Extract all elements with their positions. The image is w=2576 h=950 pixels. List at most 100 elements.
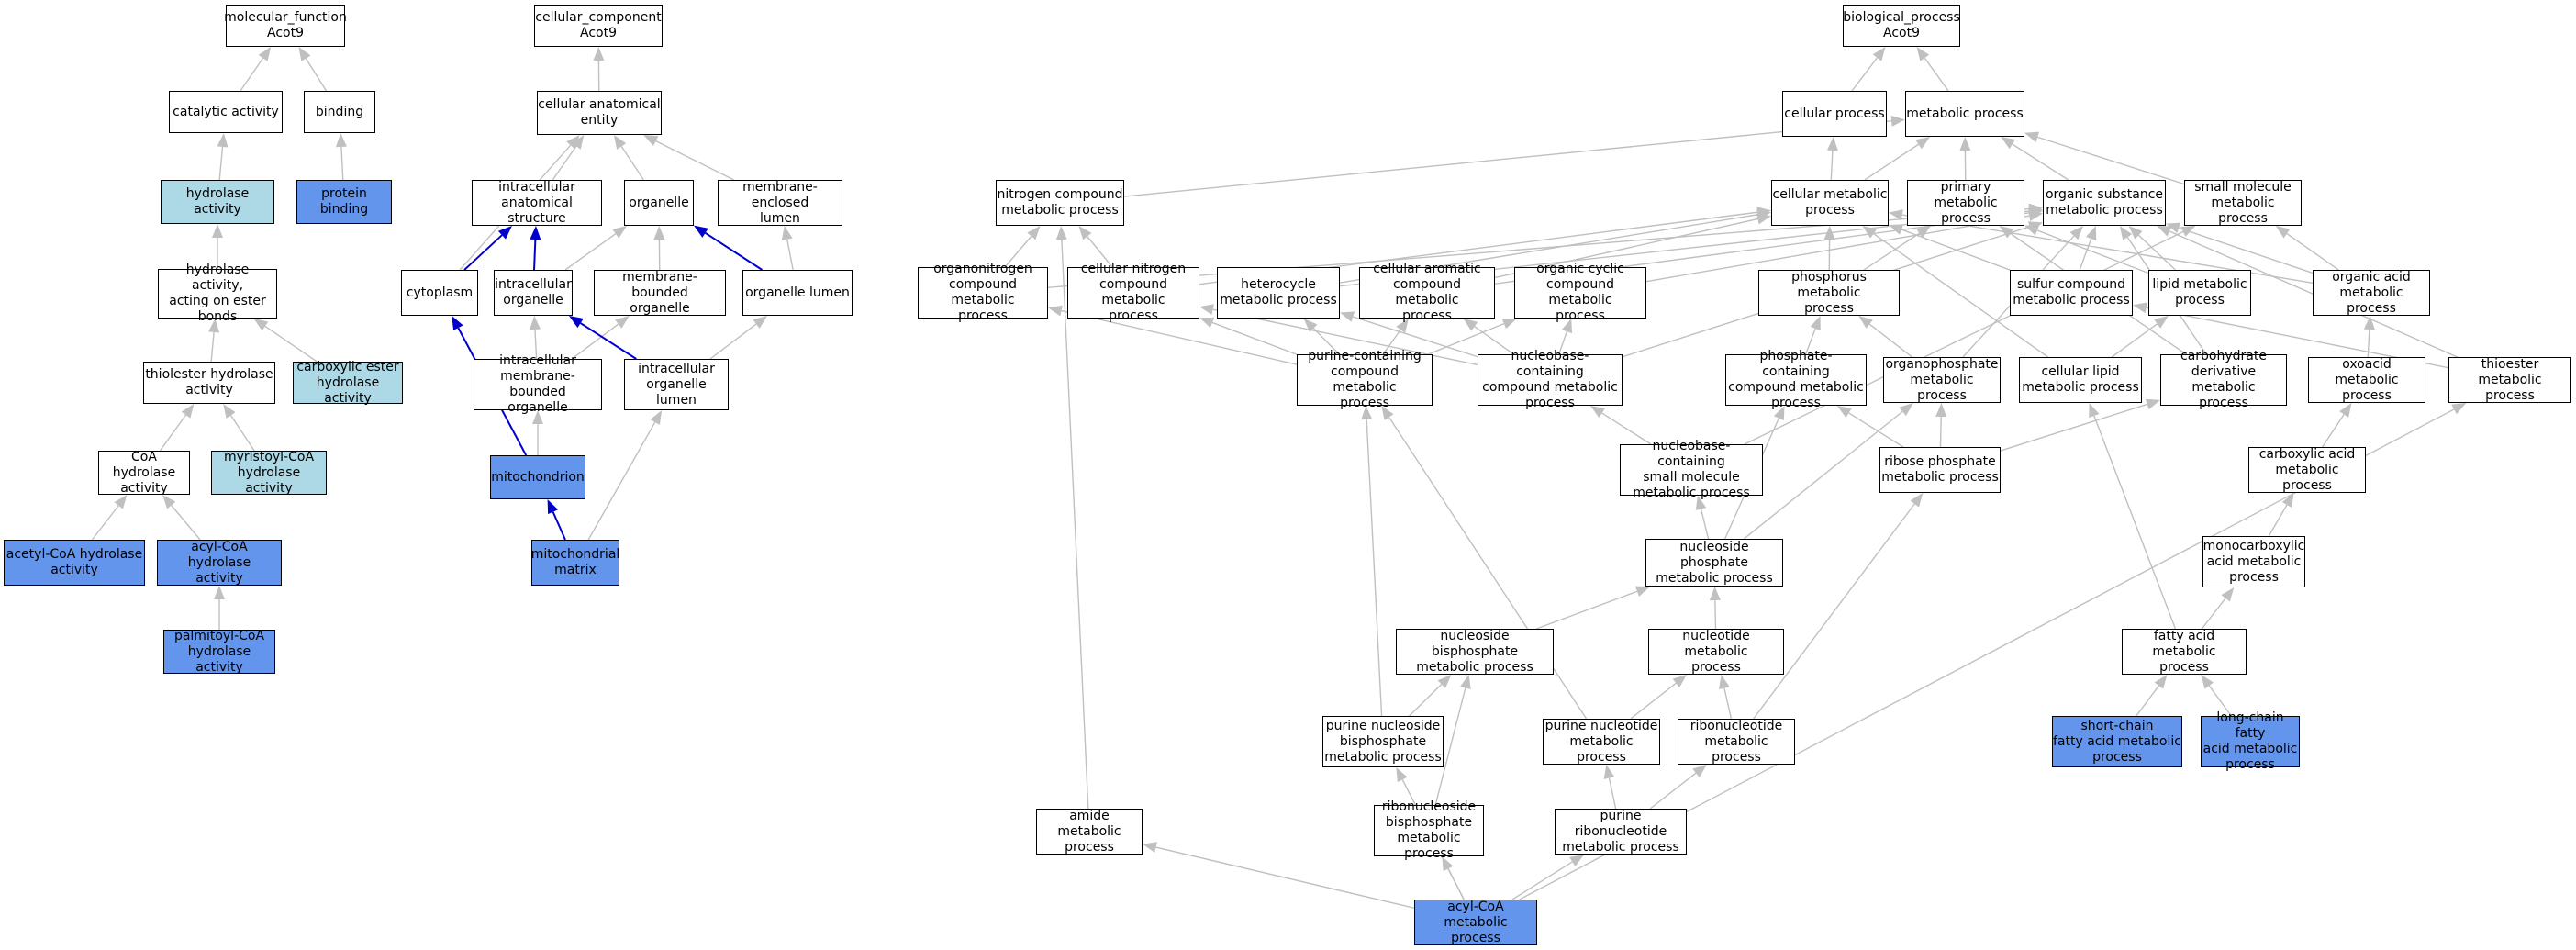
node-lipid-metabolic[interactable]: lipid metabolic process [2148,270,2251,316]
node-coa-hydrolase[interactable]: CoA hydrolase activity [98,450,190,496]
node-mitochondrion[interactable]: mitochondrion [490,455,585,499]
node-sulfur-compound-metabolic[interactable]: sulfur compound metabolic process [2010,270,2133,316]
node-membrane-bounded-organelle[interactable]: membrane-bounded organelle [594,270,726,316]
arrowhead-thioester-to-sulfur [2133,302,2147,314]
node-cellular-nitrogen-compound-metabolic[interactable]: cellular nitrogen compound metabolic pro… [1067,262,1199,323]
node-intracellular-anatomical-structure[interactable]: intracellular anatomical structure [472,180,602,226]
node-membrane-enclosed-lumen[interactable]: membrane-enclosed lumen [718,180,842,226]
node-biological-process[interactable]: biological_process Acot9 [1843,5,1960,47]
node-organelle[interactable]: organelle [624,180,694,226]
node-oxoacid-metabolic[interactable]: oxoacid metabolic process [2308,357,2425,403]
arrowhead-nucleotide-to-nucleoside_phosphate [1709,587,1721,601]
node-monocarboxylic-acid-metabolic[interactable]: monocarboxylic acid metabolic process [2202,536,2305,587]
edge-protein_binding-to-binding [340,146,344,181]
node-purine-containing-compound-metabolic[interactable]: purine-containing compound metabolic pro… [1297,349,1433,410]
node-cellular-metabolic[interactable]: cellular metabolic process [1771,180,1889,226]
node-small-molecule-metabolic[interactable]: small molecule metabolic process [2184,180,2302,226]
edge-intra_anat-to-anat_entity [552,145,577,181]
node-carboxylic-ester-hydrolase[interactable]: carboxylic ester hydrolase activity [293,360,403,406]
node-organelle-lumen[interactable]: organelle lumen [742,270,853,316]
node-acyl-coa-metabolic[interactable]: acyl-CoA metabolic process [1414,900,1537,945]
node-long-chain-fatty-acid-metabolic[interactable]: long-chain fatty acid metabolic process [2201,710,2300,772]
edge-lipid-to-organic_substance [2137,234,2176,271]
edge-carboxylic_ester-to-hydrolase_ester [264,325,318,363]
node-intracellular-membrane-bounded-organelle[interactable]: intracellular membrane-bounded organelle [474,353,602,415]
arrowhead-thiolester-to-hydrolase_ester [208,319,220,333]
node-cellular-lipid-metabolic[interactable]: cellular lipid metabolic process [2019,357,2142,403]
node-purine-nucleotide-metabolic[interactable]: purine nucleotide metabolic process [1543,719,1660,765]
node-mitochondrial-matrix[interactable]: mitochondrial matrix [531,540,619,586]
node-purine-nucleoside-bisphosphate-metabolic[interactable]: purine nucleoside bisphosphate metabolic… [1322,716,1444,767]
node-thiolester-hydrolase[interactable]: thiolester hydrolase activity [143,362,275,404]
node-primary-metabolic[interactable]: primary metabolic process [1907,180,2024,226]
arrowhead-membrane_bounded-to-organelle [653,226,665,240]
node-binding[interactable]: binding [304,91,375,133]
node-cytoplasm[interactable]: cytoplasm [401,270,478,316]
arrowhead-ribose_phosphate-to-phosphate_containing [1836,406,1852,419]
arrowhead-purine_nucleoside_bis-to-nucleoside_bisphosphate [1437,675,1452,688]
node-nucleobase-containing-compound-metabolic[interactable]: nucleobase-containing compound metabolic… [1478,349,1623,410]
arrowhead-ribose_phosphate-to-organophosphate [1935,403,1947,418]
node-heterocycle-metabolic[interactable]: heterocycle metabolic process [1217,267,1340,319]
node-palmitoyl-coa-hydrolase[interactable]: palmitoyl-CoA hydrolase activity [163,629,275,675]
node-nitrogen-compound-metabolic[interactable]: nitrogen compound metabolic process [996,180,1124,226]
node-ribose-phosphate-metabolic[interactable]: ribose phosphate metabolic process [1879,447,2001,493]
arrowhead-acetyl-to-coa_hydrolase [114,495,128,509]
node-molecular-function[interactable]: molecular_function Acot9 [224,5,347,47]
arrowhead-hydrolase_ester-to-hydrolase [212,224,223,238]
node-acetyl-coa-hydrolase[interactable]: acetyl-CoA hydrolase activity [4,540,145,586]
arrowhead-nucleoside_phosphate-to-nucleobase_small [1695,496,1707,511]
node-cellular-component[interactable]: cellular_component Acot9 [534,5,663,47]
edge-organic_cyclic-to-organic_substance [1645,215,2030,283]
arrowhead-organelle_lumen-to-membrane_lumen [781,226,793,240]
node-organic-substance-metabolic[interactable]: organic substance metabolic process [2043,180,2166,226]
node-organonitrogen-compound-metabolic[interactable]: organonitrogen compound metabolic proces… [918,262,1048,323]
node-fatty-acid-metabolic[interactable]: fatty acid metabolic process [2122,629,2247,675]
node-cellular-aromatic-compound-metabolic[interactable]: cellular aromatic compound metabolic pro… [1359,262,1495,323]
edge-cellular_metabolic-to-metabolic_process [1864,143,1919,181]
edge-organophosphate-to-phosphorus [1868,323,1913,358]
node-hydrolase-ester-bonds[interactable]: hydrolase activity, acting on ester bond… [158,263,277,324]
node-acyl-coa-hydrolase[interactable]: acyl-CoA hydrolase activity [157,540,282,586]
node-hydrolase-activity[interactable]: hydrolase activity [161,180,274,224]
node-organophosphate-metabolic[interactable]: organophosphate metabolic process [1883,357,2001,403]
node-catalytic-activity[interactable]: catalytic activity [169,91,283,133]
node-myristoyl-coa-hydrolase[interactable]: myristoyl-CoA hydrolase activity [211,450,327,496]
node-carbohydrate-derivative-metabolic[interactable]: carbohydrate derivative metabolic proces… [2160,349,2287,410]
edge-amide-to-nitrogen_compound [1061,239,1089,810]
node-cellular-process[interactable]: cellular process [1782,91,1887,137]
node-nucleotide-metabolic[interactable]: nucleotide metabolic process [1648,629,1784,675]
arrowhead-mito_matrix-to-mitochondrion [547,499,559,515]
node-ribonucleotide-metabolic[interactable]: ribonucleotide metabolic process [1678,719,1795,765]
edge-coa_hydrolase-to-thiolester [159,414,187,452]
edge-nucleobase_containing-to-cellular_aromatic [1474,326,1514,355]
arrowhead-organic_acid-to-organic_substance [2166,222,2181,234]
arrowhead-nucleoside_bisphosphate-to-nucleoside_phosphate [1634,586,1651,597]
edge-binding-to-mf [305,58,328,92]
node-thioester-metabolic[interactable]: thioester metabolic process [2448,357,2571,403]
node-nucleoside-bisphosphate-metabolic[interactable]: nucleoside bisphosphate metabolic proces… [1396,629,1554,675]
arrowhead-monocarboxylic-to-carboxylic_acid [2281,493,2294,508]
arrowhead-short_chain-to-fatty_acid [2154,675,2168,689]
node-amide-metabolic[interactable]: amide metabolic process [1036,809,1143,855]
node-intracellular-organelle[interactable]: intracellular organelle [494,270,573,316]
edge-nucleoside_phosphate-to-organophosphate [1743,410,1903,540]
arrowhead-cellular_lipid-to-cellular_metabolic [1862,226,1878,239]
node-carboxylic-acid-metabolic[interactable]: carboxylic acid metabolic process [2248,447,2366,493]
node-intracellular-organelle-lumen[interactable]: intracellular organelle lumen [624,359,729,410]
edge-nucleobase_containing-to-heterocycle [1353,316,1478,358]
node-protein-binding[interactable]: protein binding [296,180,392,224]
node-metabolic-process[interactable]: metabolic process [1905,91,2024,137]
node-cellular-anatomical-entity[interactable]: cellular anatomical entity [537,91,662,135]
arrowhead-organic_substance-to-metabolic_process [2001,137,2016,150]
node-phosphate-containing-compound-metabolic[interactable]: phosphate-containing compound metabolic … [1725,349,1867,410]
node-nucleoside-phosphate-metabolic[interactable]: nucleoside phosphate metabolic process [1645,539,1783,587]
node-ribonucleoside-bisphosphate-metabolic[interactable]: ribonucleoside bisphosphate metabolic pr… [1374,799,1484,861]
edge-nucleobase_small-to-nucleobase_containing [1601,412,1652,445]
node-short-chain-fatty-acid-metabolic[interactable]: short-chain fatty acid metabolic process [2052,716,2182,767]
node-organic-cyclic-compound-metabolic[interactable]: organic cyclic compound metabolic proces… [1514,262,1646,323]
node-purine-ribonucleotide-metabolic[interactable]: purine ribonucleotide metabolic process [1555,809,1687,855]
node-nucleobase-containing-small-molecule-metabolic[interactable]: nucleobase-containing small molecule met… [1620,439,1763,500]
node-phosphorus-metabolic[interactable]: phosphorus metabolic process [1758,270,1900,316]
node-organic-acid-metabolic[interactable]: organic acid metabolic process [2313,270,2430,316]
